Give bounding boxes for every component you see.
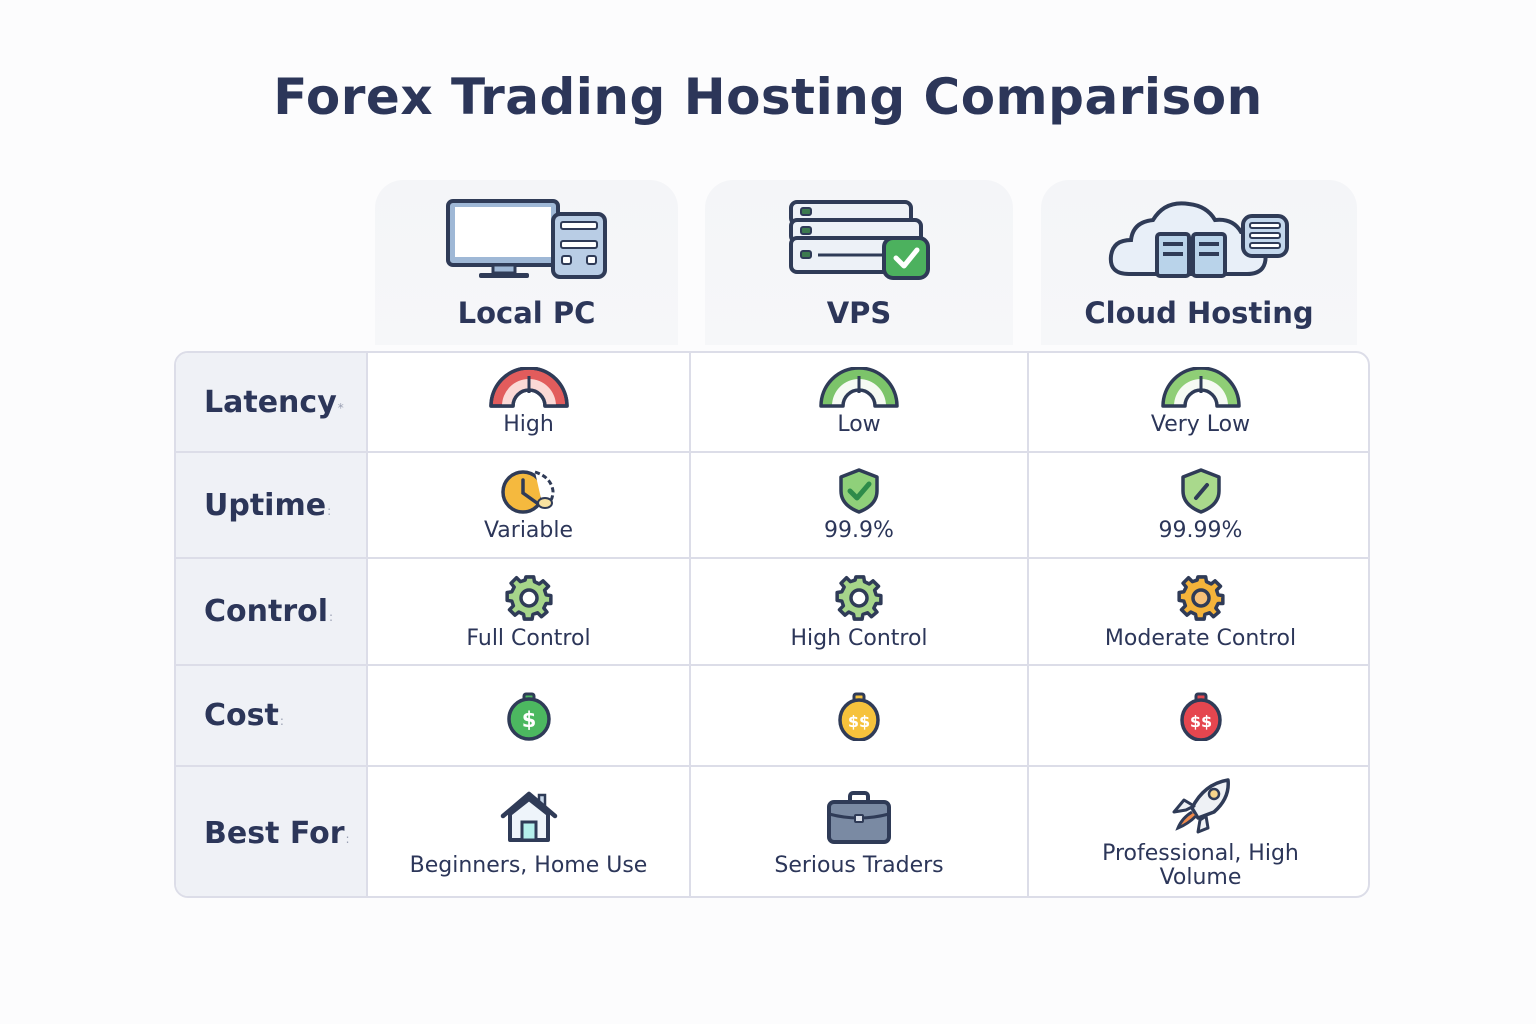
gauge-icon <box>488 367 569 408</box>
page-title: Forex Trading Hosting Comparison <box>273 68 1263 126</box>
cloud-servers-icon <box>1107 190 1291 290</box>
shield-check-icon <box>1180 468 1221 514</box>
gauge-icon <box>819 367 899 408</box>
shield-check-icon <box>839 468 879 514</box>
row-label: Control: <box>176 559 368 664</box>
table-cell: Full Control <box>368 559 691 664</box>
table-row-best-for: Best For: Beginners, Home Use Serious Tr… <box>176 767 1368 896</box>
rocket-icon <box>1172 777 1230 833</box>
table-cell: Moderate Control <box>1029 559 1368 664</box>
comparison-table: Latency* High Low <box>174 351 1370 898</box>
gauge-icon <box>1160 367 1241 408</box>
gear-icon <box>835 574 883 621</box>
latency-value: High <box>503 412 554 437</box>
table-cell: Variable <box>368 453 691 557</box>
best-for-value: Beginners, Home Use <box>409 852 648 878</box>
uptime-value: Variable <box>483 518 574 543</box>
gear-icon <box>1176 574 1225 621</box>
gear-icon <box>504 574 553 621</box>
latency-value: Very Low <box>1150 412 1251 437</box>
table-cell: Low <box>691 353 1029 451</box>
server-stack-check-icon <box>786 190 932 290</box>
uptime-value: 99.99% <box>1158 518 1243 543</box>
column-label: Local PC <box>457 296 596 330</box>
best-for-value: Serious Traders <box>774 852 944 878</box>
best-for-value: Professional, High Volume <box>1102 840 1299 890</box>
money-bag-icon: $$ <box>1179 692 1222 741</box>
money-bag-icon: $ <box>506 692 551 741</box>
table-cell: $$ <box>1029 666 1368 765</box>
column-header-local-pc: Local PC <box>375 180 678 345</box>
desktop-computer-icon <box>445 190 609 290</box>
control-value: Moderate Control <box>1104 625 1297 651</box>
clock-icon <box>500 470 555 514</box>
control-value: Full Control <box>466 625 591 651</box>
table-cell: $$ <box>691 666 1029 765</box>
table-cell: Very Low <box>1029 353 1368 451</box>
briefcase-icon <box>827 790 891 844</box>
column-label: VPS <box>826 296 892 330</box>
row-label: Latency* <box>176 353 368 451</box>
table-cell: 99.99% <box>1029 453 1368 557</box>
table-cell: Serious Traders <box>691 767 1029 896</box>
row-label: Cost: <box>176 666 368 765</box>
column-header-cloud-hosting: Cloud Hosting <box>1041 180 1357 345</box>
table-cell: High Control <box>691 559 1029 664</box>
table-cell: $ <box>368 666 691 765</box>
control-value: High Control <box>790 625 928 651</box>
table-cell: 99.9% <box>691 453 1029 557</box>
row-label: Uptime: <box>176 453 368 557</box>
column-header-vps: VPS <box>705 180 1013 345</box>
column-label: Cloud Hosting <box>1084 296 1314 330</box>
house-icon <box>500 791 557 842</box>
money-bag-icon: $$ <box>838 692 880 741</box>
row-label: Best For: <box>176 767 368 896</box>
svg-text:$$: $$ <box>848 712 870 731</box>
table-row-uptime: Uptime: Variable 99.9% 99.99% <box>176 453 1368 559</box>
latency-value: Low <box>837 412 881 437</box>
uptime-value: 99.9% <box>824 518 894 543</box>
svg-text:$: $ <box>521 708 536 732</box>
table-row-latency: Latency* High Low <box>176 353 1368 453</box>
svg-text:$$: $$ <box>1189 712 1211 731</box>
table-cell: Beginners, Home Use <box>368 767 691 896</box>
table-row-control: Control: Full Control High Control <box>176 559 1368 666</box>
table-cell: High <box>368 353 691 451</box>
table-cell: Professional, High Volume <box>1029 767 1368 896</box>
table-row-cost: Cost: $ $$ $$ <box>176 666 1368 767</box>
